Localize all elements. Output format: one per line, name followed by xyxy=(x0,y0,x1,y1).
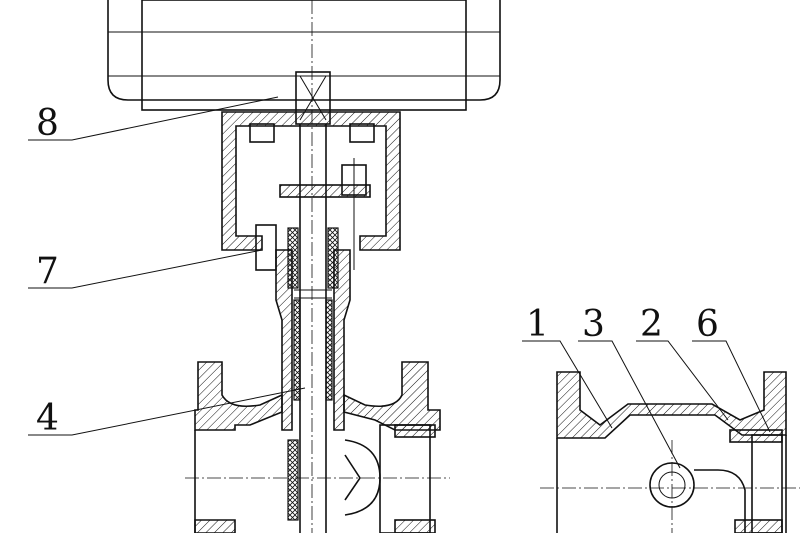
valve-body-side xyxy=(540,371,800,533)
label-1: 1 xyxy=(522,304,613,429)
bracket xyxy=(221,111,401,271)
svg-text:3: 3 xyxy=(582,304,605,345)
svg-text:6: 6 xyxy=(696,304,719,345)
svg-text:8: 8 xyxy=(36,103,59,144)
actuator xyxy=(107,0,501,111)
stem-sleeve xyxy=(293,299,301,401)
valve-body-front xyxy=(194,361,441,533)
bonnet xyxy=(333,249,351,431)
label-8: 8 xyxy=(28,96,279,144)
svg-text:1: 1 xyxy=(526,304,549,345)
label-6: 6 xyxy=(692,304,771,433)
stem-sleeve xyxy=(325,299,333,401)
label-7: 7 xyxy=(28,249,263,292)
label-2: 2 xyxy=(636,304,729,421)
svg-text:7: 7 xyxy=(36,251,59,292)
bonnet xyxy=(275,249,293,431)
label-4: 4 xyxy=(28,387,306,439)
label-3: 3 xyxy=(578,304,681,469)
svg-text:2: 2 xyxy=(640,304,663,345)
svg-text:4: 4 xyxy=(36,398,59,439)
